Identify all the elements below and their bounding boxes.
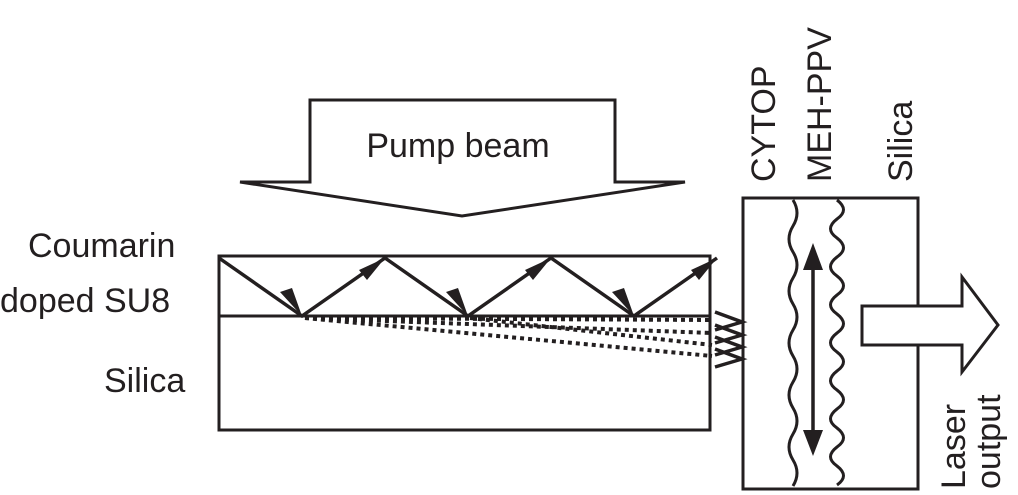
laser-output-label-line1: Laser bbox=[935, 404, 973, 489]
ray-arrowhead bbox=[612, 288, 634, 316]
ray-arrowhead bbox=[446, 288, 468, 316]
feedback-arrowhead-down bbox=[803, 430, 823, 456]
pump-beam-label: Pump beam bbox=[366, 127, 549, 165]
pump-beam-arrow: Pump beam bbox=[239, 98, 686, 218]
silica-left-label: Silica bbox=[104, 362, 185, 400]
leaky-rays bbox=[304, 310, 748, 369]
meh-ppv-label: MEH-PPV bbox=[801, 27, 839, 182]
guided-ray bbox=[217, 255, 719, 319]
ray-arrowhead bbox=[359, 258, 385, 280]
coumarin-label-line1: Coumarin bbox=[28, 227, 175, 265]
feedback-arrowhead-up bbox=[803, 243, 823, 270]
ray-arrowhead bbox=[691, 258, 717, 280]
cytop-interface-wave bbox=[787, 199, 799, 487]
silica-right-label: Silica bbox=[882, 101, 920, 182]
left-waveguide-chip bbox=[217, 254, 712, 432]
ray-arrowhead bbox=[525, 258, 551, 280]
coumarin-label-line2: doped SU8 bbox=[0, 282, 170, 320]
ray-arrowhead bbox=[280, 288, 302, 316]
cytop-label: CYTOP bbox=[745, 65, 783, 182]
laser-output-arrow bbox=[860, 272, 1000, 377]
chip-outline bbox=[217, 254, 712, 432]
laser-output-label-line2: output bbox=[970, 394, 1008, 489]
leak-arrowheads bbox=[714, 310, 748, 369]
mehppv-interface-wave bbox=[829, 198, 845, 487]
